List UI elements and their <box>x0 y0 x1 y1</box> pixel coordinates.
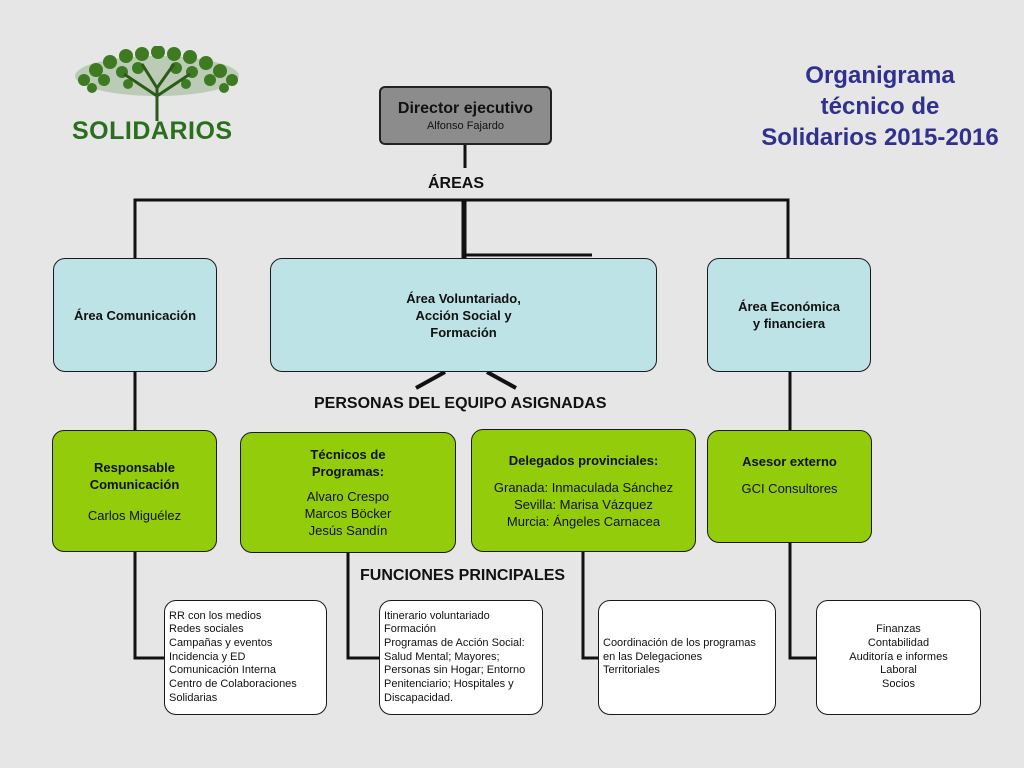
area-comunicacion: Área Comunicación <box>53 258 217 372</box>
funciones-label: FUNCIONES PRINCIPALES <box>360 567 566 584</box>
team-asesor: Asesor externo GCI Consultores <box>707 430 872 543</box>
tree-icon <box>75 46 239 121</box>
team-comunicacion: Responsable Comunicación Carlos Miguélez <box>52 430 217 552</box>
funciones-delegaciones: Coordinación de los programas en las Del… <box>598 600 776 715</box>
page-title: Organigrama técnico de Solidarios 2015-2… <box>761 62 999 151</box>
areas-label: ÁREAS <box>428 175 485 192</box>
team-delegados-names: Granada: Inmaculada Sánchez Sevilla: Mar… <box>493 479 674 529</box>
team-asesor-heading: Asesor externo <box>742 454 837 469</box>
team-comunicacion-names: Carlos Miguélez <box>87 507 182 523</box>
funciones-economica: Finanzas Contabilidad Auditoría e inform… <box>816 600 981 715</box>
director-box: Director ejecutivo Alfonso Fajardo <box>379 86 552 145</box>
director-title: Director ejecutivo <box>397 99 534 117</box>
team-asesor-names: GCI Consultores <box>741 481 838 496</box>
area-economica: Área Económica y financiera <box>707 258 871 372</box>
personas-label: PERSONAS DEL EQUIPO ASIGNADAS <box>314 395 607 412</box>
team-tecnicos: Técnicos de Programas: Alvaro Crespo Mar… <box>240 432 456 553</box>
area-voluntariado: Área Voluntariado, Acción Social y Forma… <box>270 258 657 372</box>
funciones-programas: Itinerario voluntariado Formación Progra… <box>379 600 543 715</box>
team-delegados: Delegados provinciales: Granada: Inmacul… <box>471 429 696 552</box>
logo-wordmark: SOLIDARIOS <box>72 117 233 145</box>
team-comunicacion-heading: Responsable Comunicación <box>89 459 180 492</box>
team-tecnicos-names: Alvaro Crespo Marcos Böcker Jesús Sandín <box>304 489 392 538</box>
team-tecnicos-heading: Técnicos de Programas: <box>310 447 386 479</box>
funciones-comunicacion: RR con los medios Redes sociales Campaña… <box>164 600 327 715</box>
team-delegados-heading: Delegados provinciales: <box>508 452 659 468</box>
director-name: Alfonso Fajardo <box>426 119 505 132</box>
